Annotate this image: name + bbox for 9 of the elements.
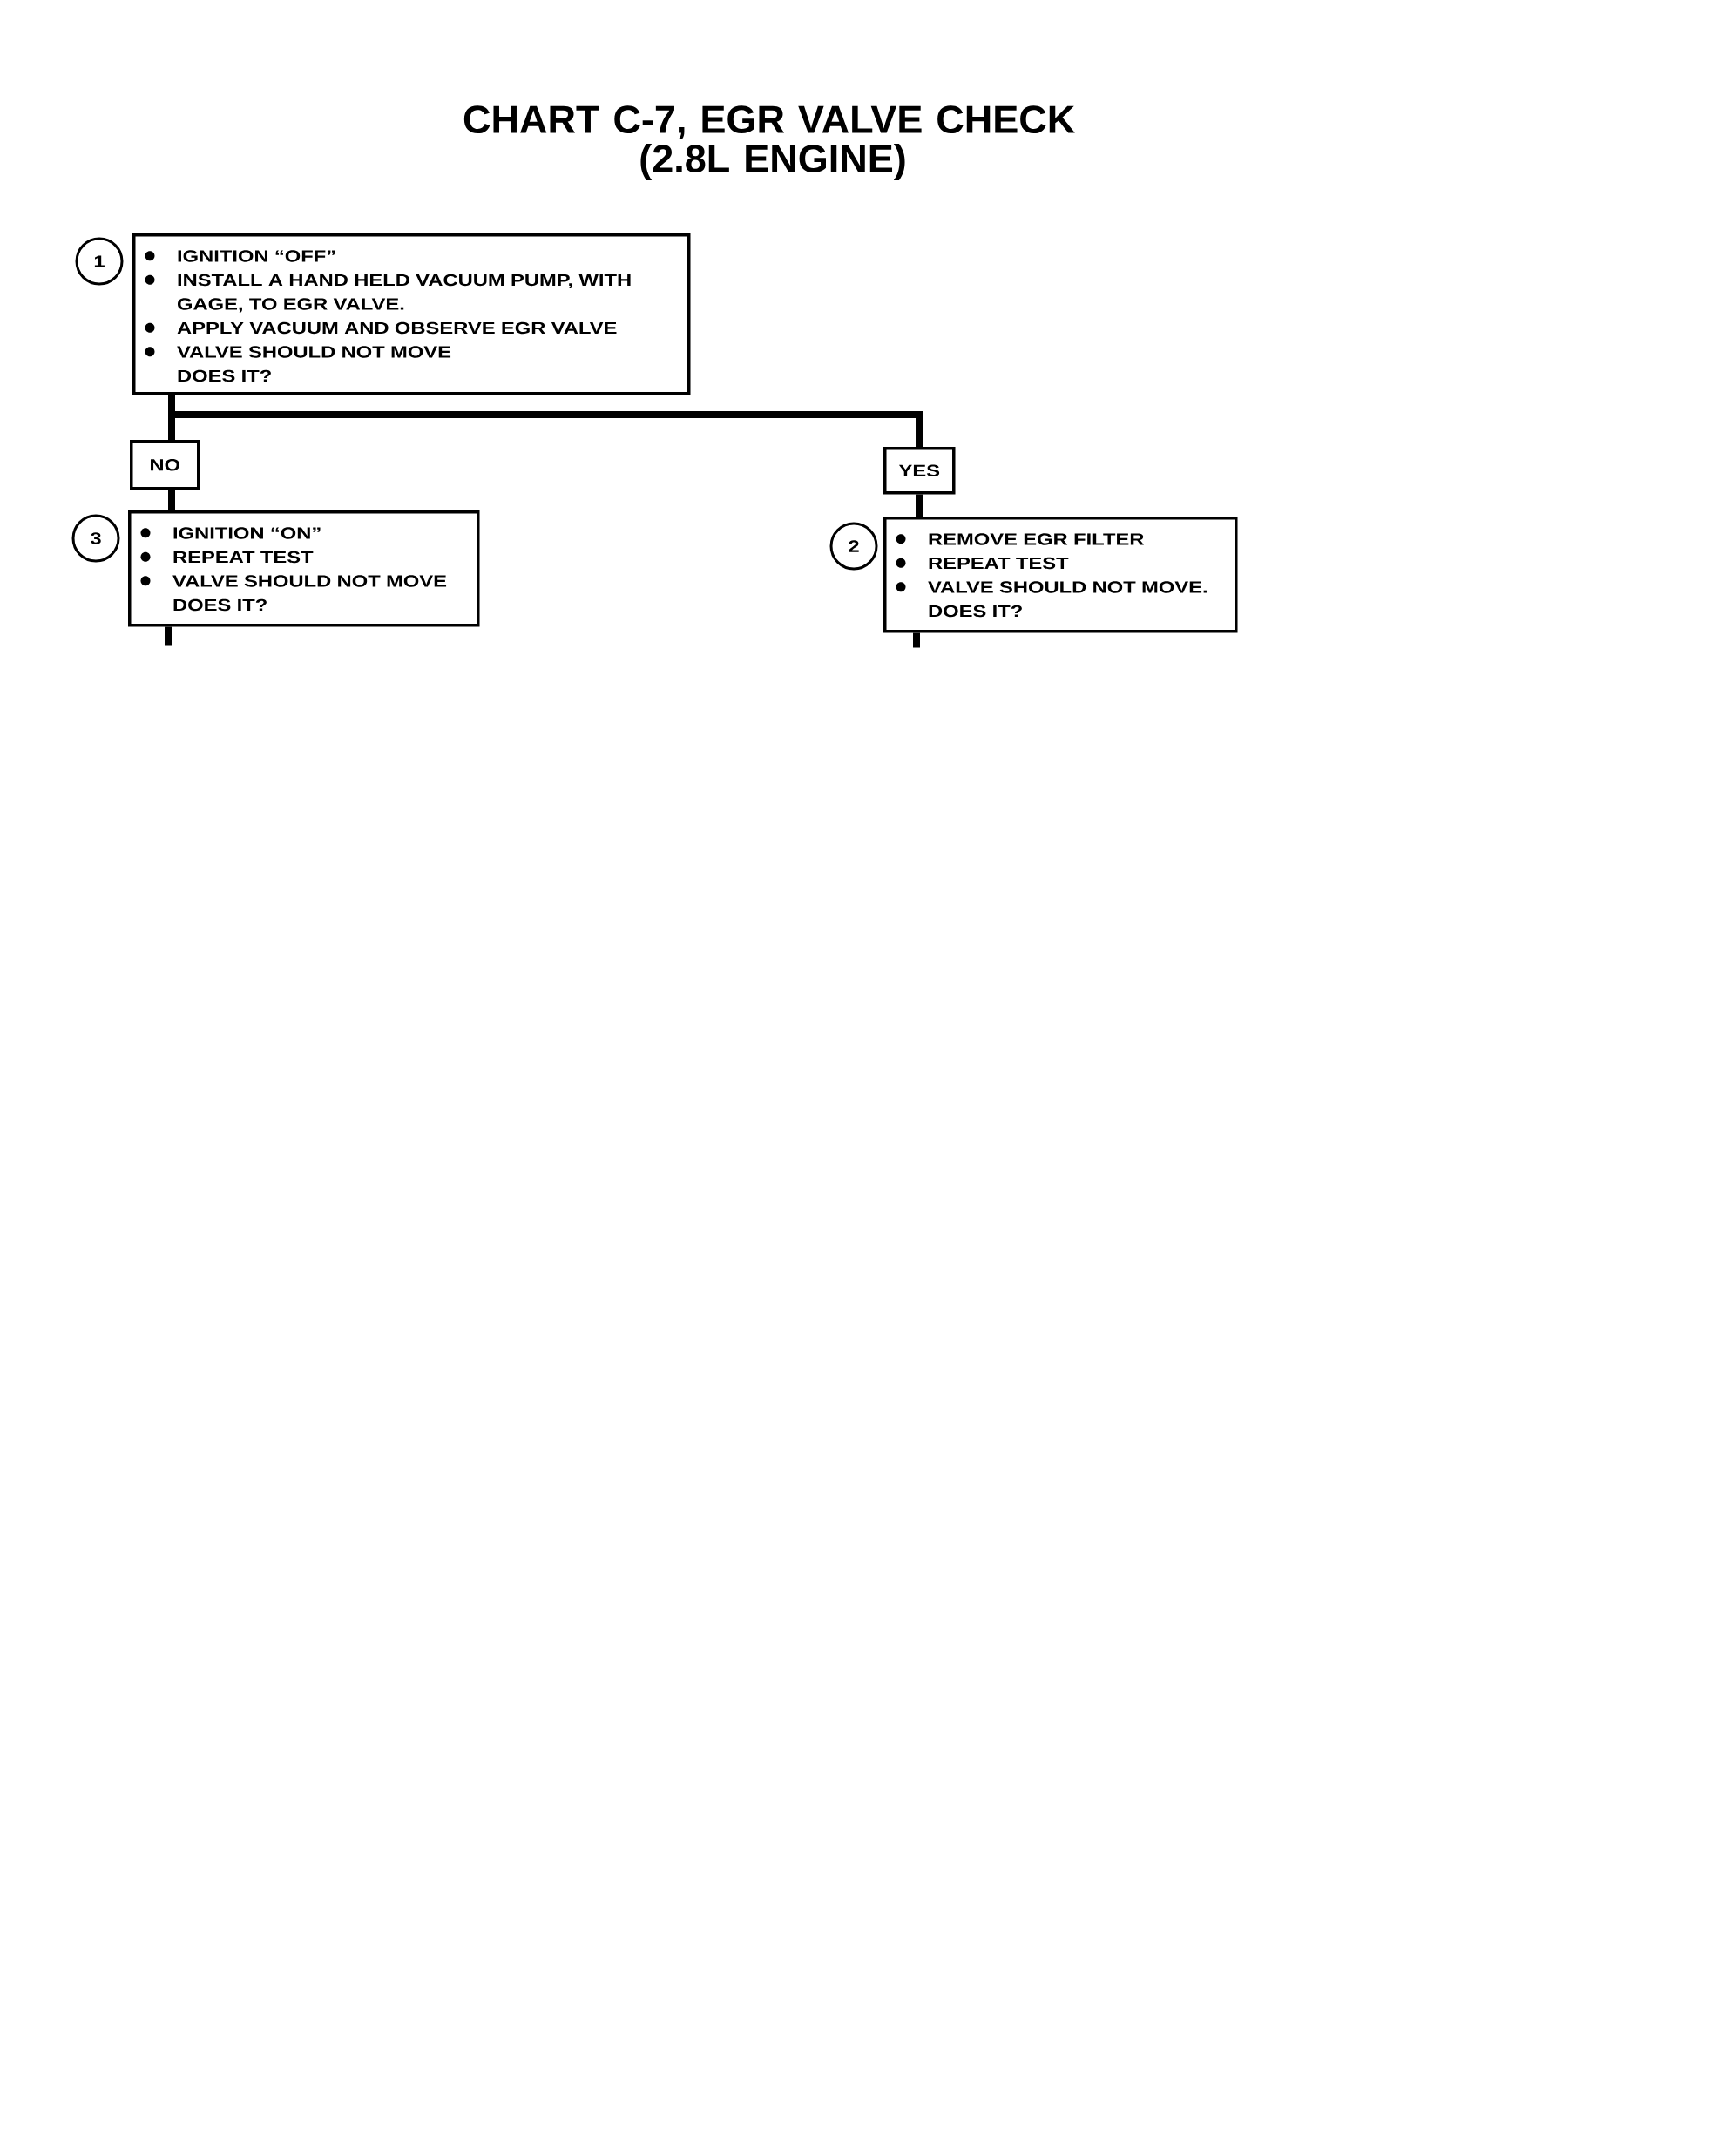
step-number: 1 bbox=[75, 237, 124, 286]
branch-box: YES bbox=[883, 447, 956, 495]
step-box: IGNITION “OFF” INSTALL A HAND HELD VACUUM PUMP, WITH GAGE, TO EGR VALVE. APPLY VACUUM AND OBSERVE EGR VALVE VALVE SHOULD NOT MOVE DOES IT? bbox=[132, 233, 691, 395]
step-box: IGNITION “ON” REPEAT TEST VALVE SHOULD NOT MOVE DOES IT? bbox=[128, 510, 480, 627]
step-box: REMOVE EGR FILTER REPEAT TEST VALVE SHOULD NOT MOVE. DOES IT? bbox=[883, 517, 1238, 633]
branch-box: NO bbox=[130, 440, 200, 490]
step-number: 2 bbox=[829, 522, 878, 571]
step-number: 3 bbox=[71, 514, 120, 563]
title: CHART C-7, EGR VALVE CHECK (2.8L ENGINE) bbox=[463, 105, 1075, 180]
